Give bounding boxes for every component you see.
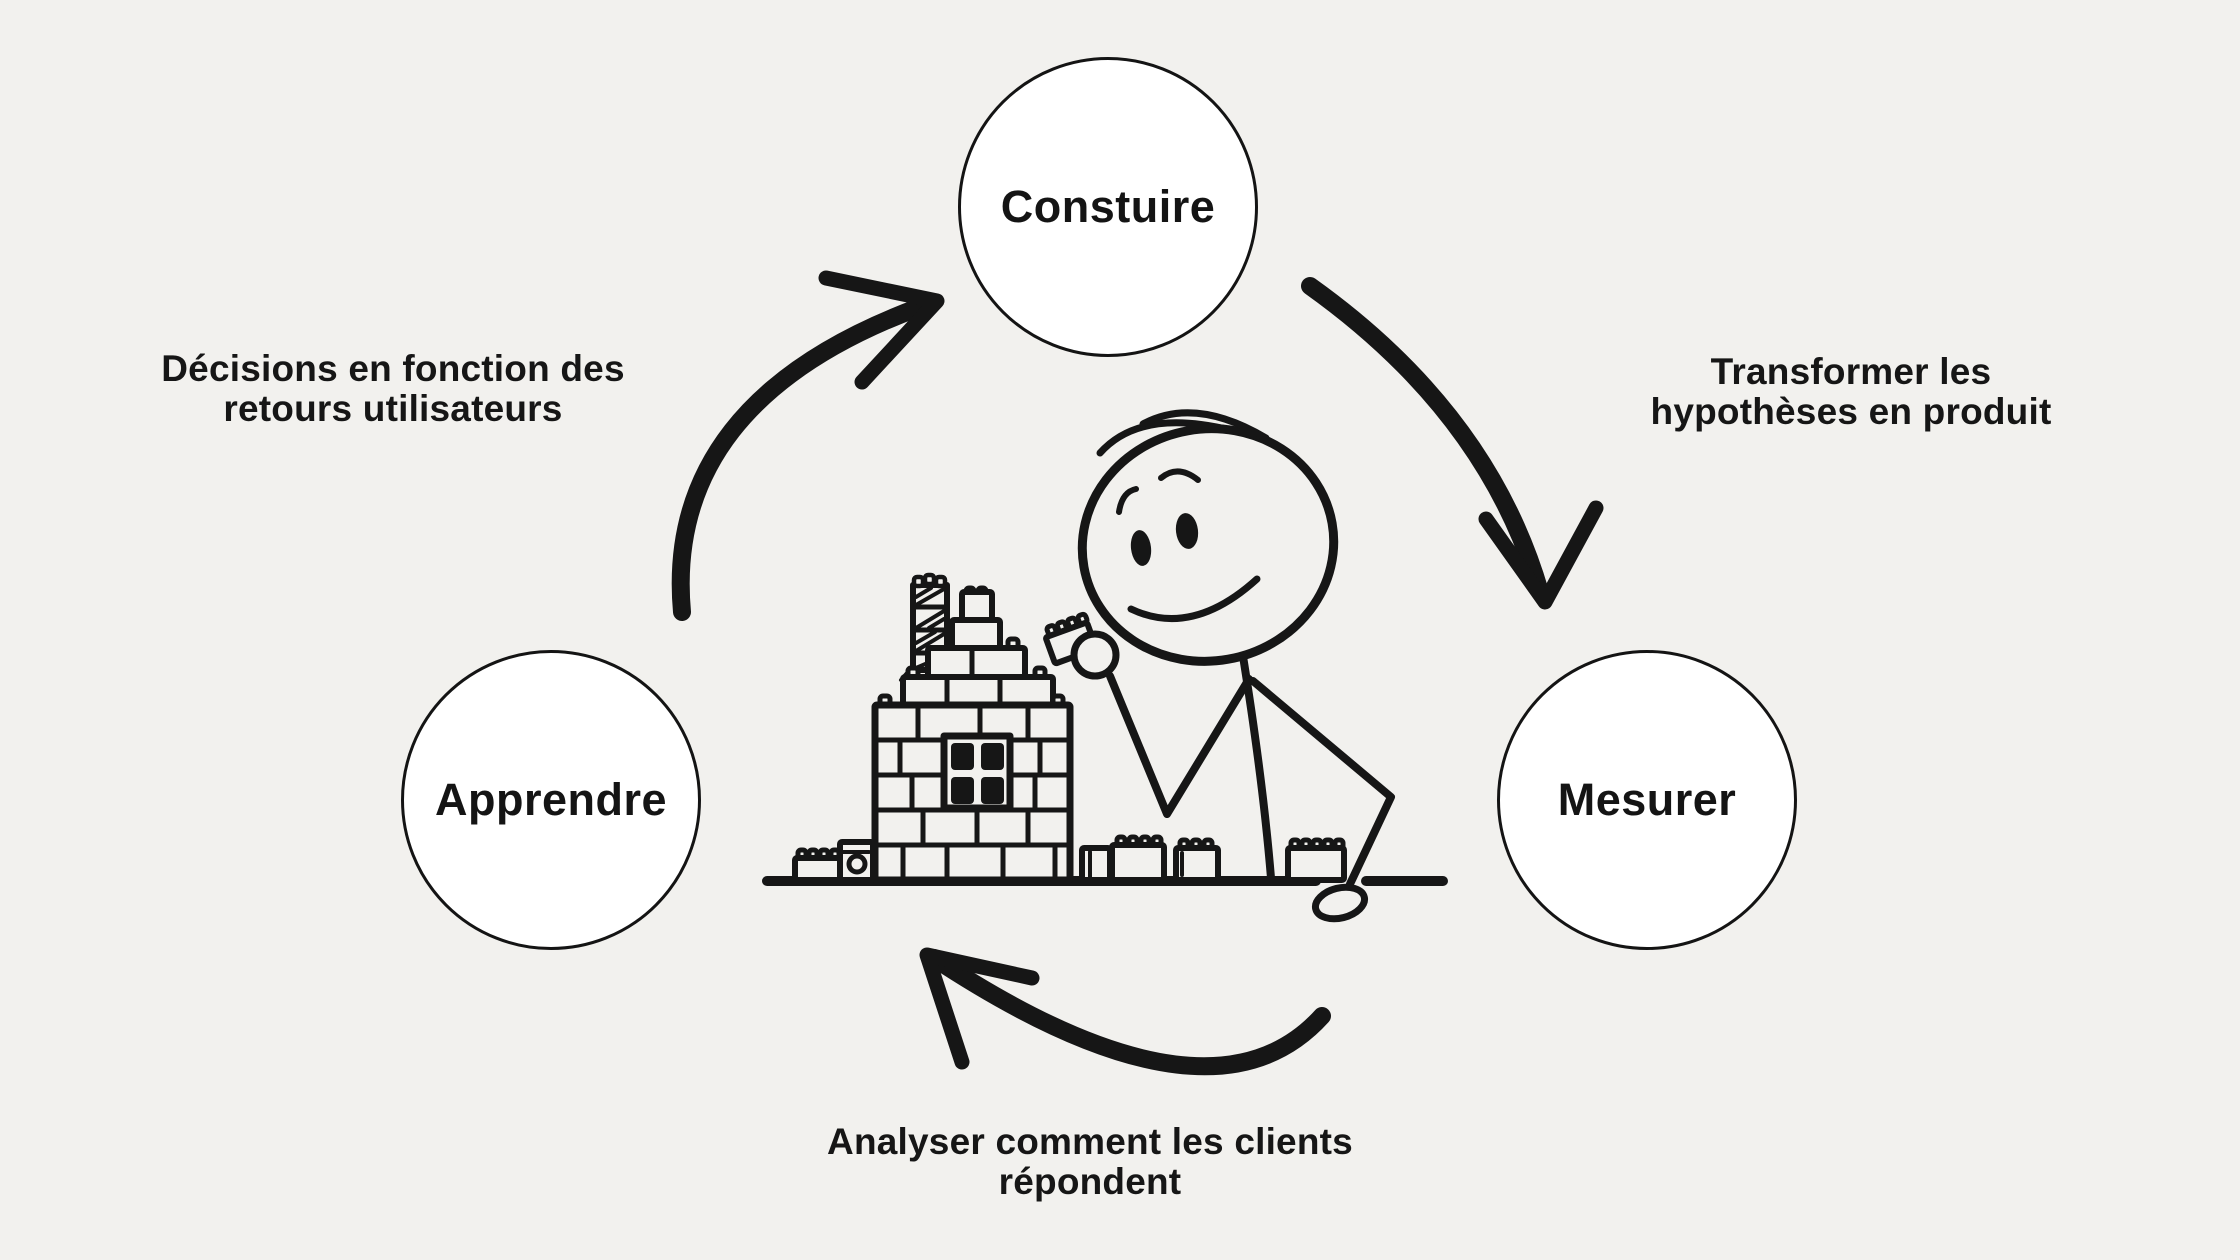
figure-right-brow [1158,468,1201,483]
figure-left-brow [1116,486,1139,515]
edge-label-line: Analyser comment les clients [827,1121,1353,1163]
edge-label-line: Transformer les [1710,351,1992,393]
edge-label-learn-to-build: Décisions en fonction des retours utilis… [161,349,624,429]
brick-right-1 [1079,845,1113,883]
node-learn-label: Apprendre [434,774,668,825]
stick-figure [1043,409,1395,923]
edge-label-line: retours utilisateurs [223,388,563,429]
figure-left-eye [1130,530,1152,566]
figure-smile [1127,575,1261,623]
scattered-bricks [792,834,1347,883]
node-build: Constuire [958,57,1258,357]
arrow-measure-to-learn-icon [919,947,1331,1076]
figure-right-arm [1249,677,1395,888]
edge-label-build-to-measure: Transformer les hypothèses en produit [1651,352,2052,432]
edge-label-line: Décisions en fonction des [161,348,625,390]
figure-holding-hand [1070,630,1120,680]
stick-figure-building-brick-house-icon [762,409,1448,923]
brick-right-3 [1173,837,1221,883]
arrow-build-to-measure-icon [1301,277,1604,610]
arrow-learn-to-build-icon [671,270,945,621]
brick-small-left [792,847,846,883]
node-measure-label: Mesurer [1557,774,1737,825]
figure-left-arm [1106,672,1253,818]
figure-right-eye [1175,513,1199,549]
edge-label-line: hypothèses en produit [1650,391,2052,432]
brick-house [871,572,1074,884]
brick-right-2 [1109,834,1167,883]
brick-machine-block [837,839,876,883]
figure-hand-on-table [1311,883,1369,923]
node-build-label: Constuire [1000,181,1216,232]
house-window [940,732,1014,812]
figure-head [1077,424,1339,666]
edge-label-measure-to-learn: Analyser comment les clients répondent [827,1122,1353,1202]
figure-hair [1096,409,1270,457]
node-measure: Mesurer [1497,650,1797,950]
node-learn: Apprendre [401,650,701,950]
roof-bricks [900,585,1056,708]
brick-right-4 [1285,837,1347,883]
edge-label-line: répondent [998,1161,1182,1202]
